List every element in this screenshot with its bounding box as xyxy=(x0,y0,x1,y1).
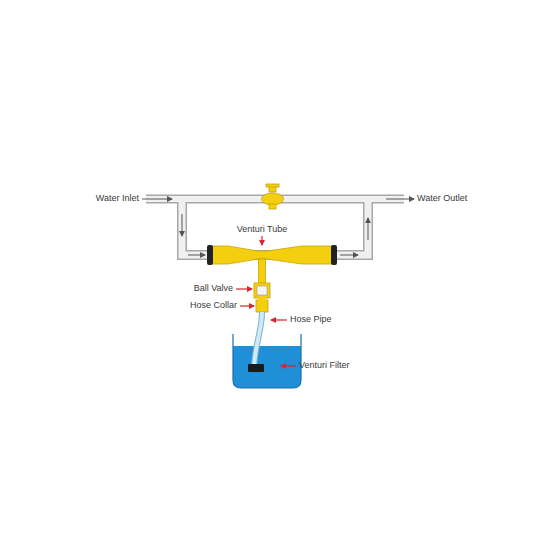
hose-collar xyxy=(256,300,268,312)
bucket xyxy=(233,334,301,388)
hose-pipe-label: Hose Pipe xyxy=(290,314,332,325)
hose-pipe-inner xyxy=(254,312,262,366)
inline-valve xyxy=(262,184,284,209)
venturi-tube xyxy=(207,245,337,265)
flow-arrows xyxy=(112,199,414,255)
outlet-label: Water Outlet xyxy=(417,193,467,204)
pipe-network xyxy=(146,199,404,255)
hose-pipe xyxy=(254,312,262,366)
ball-valve xyxy=(254,259,270,312)
inlet-label: Water Inlet xyxy=(96,193,139,204)
hose-collar-label: Hose Collar xyxy=(190,300,237,311)
venturi-tube-label: Venturi Tube xyxy=(237,224,288,235)
venturi-filter xyxy=(248,364,264,372)
ball-valve-label: Ball Valve xyxy=(194,283,233,294)
leader-arrows xyxy=(236,236,296,366)
venturi-filter-label: Venturi Filter xyxy=(299,360,350,371)
